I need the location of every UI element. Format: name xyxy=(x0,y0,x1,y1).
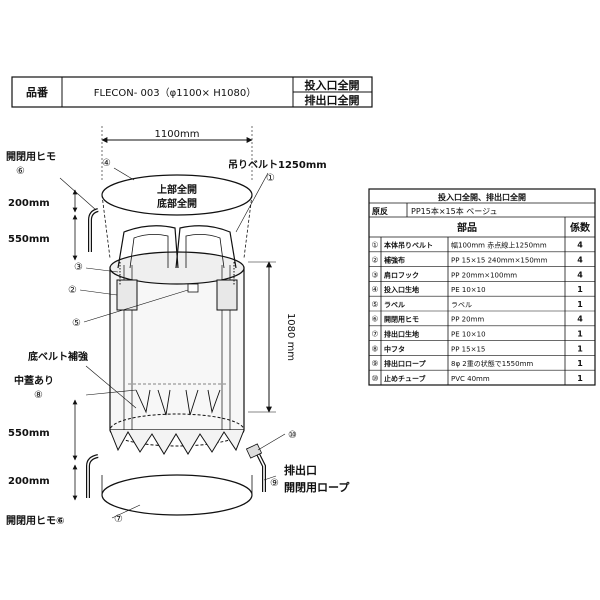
callout-7: ⑦ xyxy=(114,514,123,525)
stop-tube xyxy=(245,443,263,459)
spec-row-spec: PP 20mm xyxy=(451,316,484,324)
header-model: FLECON- 003（φ1100× H1080） xyxy=(94,87,256,99)
inner-lid-label: 中蓋あり xyxy=(14,374,54,387)
spec-title: 投入口全開、排出口全開 xyxy=(438,192,526,202)
spec-row-spec: PVC 40mm xyxy=(451,375,490,383)
bottom-skirt xyxy=(109,429,245,455)
spec-row-name: 排出口生地 xyxy=(384,329,419,338)
spec-row-spec: PP 15×15 240mm×150mm xyxy=(451,256,548,264)
callout-2: ② xyxy=(68,285,77,296)
spec-row-count: 4 xyxy=(577,255,583,264)
spec-row-spec: PP 15×15 xyxy=(451,345,485,353)
spec-row-count: 1 xyxy=(577,329,583,338)
discharge-rope-label: 開閉用ロープ xyxy=(284,480,350,494)
lift-belt-right xyxy=(175,225,237,269)
spec-fabric-label: 原反 xyxy=(372,206,388,216)
spec-row-count: 1 xyxy=(577,285,583,294)
discharge-port-label: 排出口 xyxy=(284,463,317,477)
spec-table: 投入口全開、排出口全開 原反 PP15本×15本 ベージュ 部品 係数 ① 本体吊… xyxy=(368,188,596,386)
header-opening-bottom: 排出口全開 xyxy=(305,93,360,107)
spec-row-spec: 8φ 2重の状態で1550mm xyxy=(451,359,533,368)
spec-row-spec: ラベル xyxy=(451,301,472,309)
bottom-belt-reinforcement: 底ベルト補強 xyxy=(28,350,88,363)
header-opening-top: 投入口全開 xyxy=(305,78,360,92)
callout-1: ① xyxy=(266,173,275,184)
spec-row-num: ③ xyxy=(371,270,378,279)
spec-row-name: ラベル xyxy=(384,301,405,309)
callout-8: ⑧ xyxy=(34,390,43,401)
spec-row-count: 1 xyxy=(577,300,583,309)
spec-row-num: ⑤ xyxy=(371,300,378,309)
height-dim-label: 1080 mm xyxy=(285,313,296,361)
callout-10: ⑩ xyxy=(288,430,297,441)
top-tie-number: ⑥ xyxy=(16,166,25,177)
top-label-2: 底部全開 xyxy=(157,197,197,210)
spec-row-num: ② xyxy=(371,255,378,264)
header-table: 品番 FLECON- 003（φ1100× H1080） 投入口全開 排出口全開 xyxy=(11,76,373,108)
spec-col-count: 係数 xyxy=(570,221,591,234)
bag-label xyxy=(187,283,199,293)
spec-row-name: 止めチューブ xyxy=(384,374,426,383)
spec-row-num: ⑩ xyxy=(371,374,378,383)
spec-row-count: 1 xyxy=(577,344,583,353)
bag-drawing: 1100mm 上部全開 底部全開 xyxy=(6,126,350,527)
spec-row-count: 4 xyxy=(577,315,583,324)
spec-col-parts: 部品 xyxy=(457,221,477,234)
callout-3: ③ xyxy=(74,262,83,273)
top-tie-label: 開閉用ヒモ xyxy=(6,151,56,163)
spec-row-num: ⑦ xyxy=(371,329,378,338)
spec-row-name: 中フタ xyxy=(384,344,405,353)
callout-9: ⑨ xyxy=(270,478,279,489)
sling-belt-label: 吊りベルト1250mm xyxy=(228,159,327,171)
spec-row-name: 本体吊りベルト xyxy=(383,241,433,250)
dim-200-top: 200mm xyxy=(8,198,50,209)
lift-belt-left xyxy=(117,225,179,269)
dim-200-bottom: 200mm xyxy=(8,476,50,487)
spec-row-name: 投入口生地 xyxy=(384,285,419,294)
spec-row-name: 補強布 xyxy=(383,255,405,264)
reinforce-patch-right xyxy=(216,279,238,311)
callout-5: ⑤ xyxy=(72,318,81,329)
bottom-tie-label: 開閉用ヒモ⑥ xyxy=(6,515,64,527)
spec-row-spec: PE 10×10 xyxy=(451,330,486,338)
spec-row-name: 排出口ロープ xyxy=(384,359,427,368)
spec-row-name: 開閉用ヒモ xyxy=(384,315,419,324)
spec-fabric-value: PP15本×15本 ベージュ xyxy=(411,206,498,216)
spec-rows: ① 本体吊りベルト 幅100mm 赤点線上1250mm 4 ② 補強布 PP 15×15 2… xyxy=(369,241,595,383)
top-label-1: 上部全開 xyxy=(157,183,197,196)
spec-row-count: 4 xyxy=(577,241,583,250)
spec-row-num: ⑥ xyxy=(371,315,378,324)
spec-row-spec: 幅100mm 赤点線上1250mm xyxy=(451,241,547,250)
callout-4: ④ xyxy=(102,158,111,169)
spec-row-count: 1 xyxy=(577,374,583,383)
spec-row-spec: PE 10×10 xyxy=(451,286,486,294)
spec-row-count: 1 xyxy=(577,359,583,368)
spec-row-num: ⑧ xyxy=(371,344,378,353)
spec-row-num: ④ xyxy=(371,285,378,294)
spec-row-count: 4 xyxy=(577,270,583,279)
spec-row-name: 肩ロフック xyxy=(383,270,419,279)
spec-row-num: ① xyxy=(371,241,378,250)
spec-row-spec: PP 20mm×100mm xyxy=(451,271,517,279)
dim-550-top: 550mm xyxy=(8,234,50,245)
discharge-port-outline xyxy=(101,474,253,516)
width-dim-label: 1100mm xyxy=(155,129,200,140)
dim-550-bottom: 550mm xyxy=(8,428,50,439)
header-label: 品番 xyxy=(26,85,49,99)
spec-row-num: ⑨ xyxy=(371,359,378,368)
